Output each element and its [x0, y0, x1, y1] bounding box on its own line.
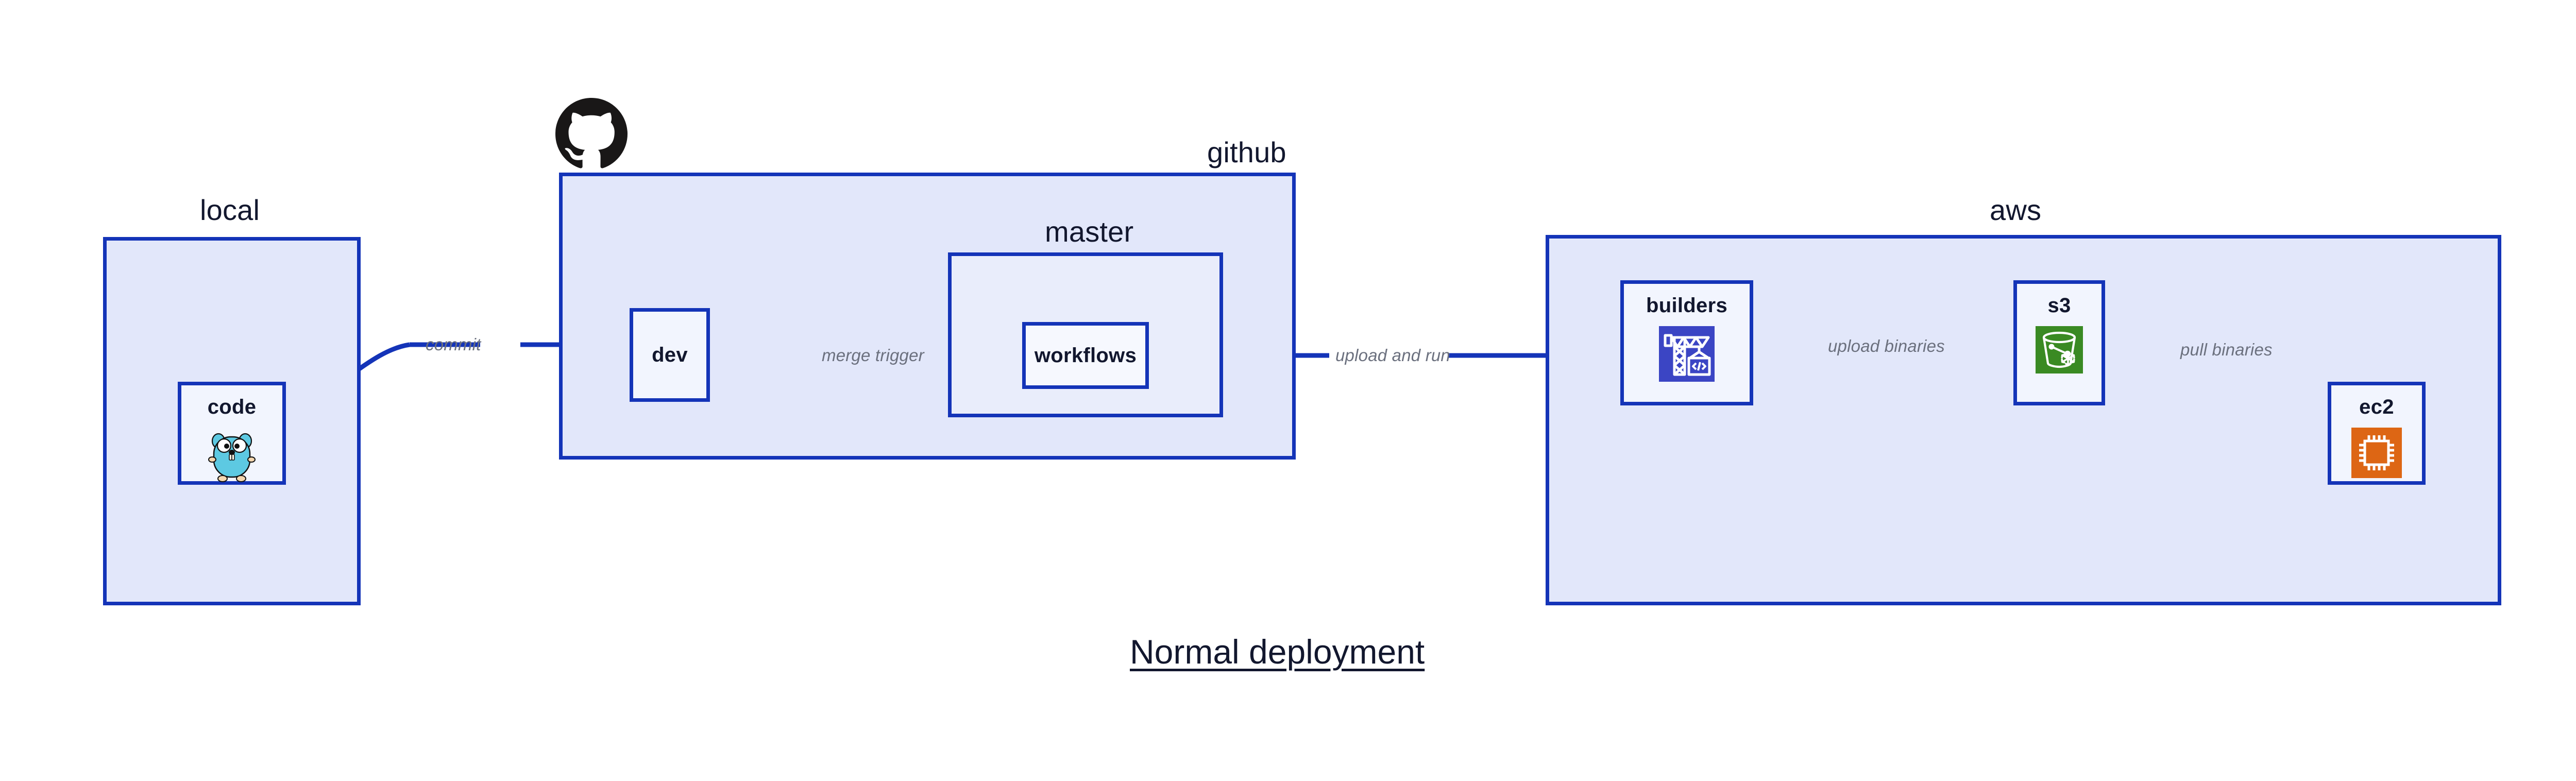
node-s3[interactable]: s3: [2013, 280, 2105, 405]
node-ec2-label: ec2: [2359, 396, 2394, 418]
node-code[interactable]: code: [178, 382, 286, 485]
node-builders-label: builders: [1646, 294, 1727, 317]
node-ec2[interactable]: ec2: [2328, 382, 2426, 485]
ec2-chip-icon: [2351, 428, 2402, 478]
node-builders[interactable]: builders: [1620, 280, 1753, 405]
node-s3-label: s3: [2047, 294, 2071, 317]
node-workflows-label: workflows: [1034, 344, 1137, 367]
edge-label-merge-trigger: merge trigger: [822, 346, 924, 365]
group-master-label: master: [1045, 215, 1134, 248]
edge-label-upload-binaries: upload binaries: [1828, 336, 1945, 355]
s3-bucket-icon: [2036, 326, 2083, 373]
group-github-label: github: [1207, 136, 1286, 168]
node-code-label: code: [207, 396, 257, 418]
go-gopher-icon: [207, 428, 257, 484]
group-aws-label: aws: [1990, 194, 2042, 226]
diagram-title: Normal deployment: [1130, 633, 1425, 671]
node-workflows[interactable]: workflows: [1022, 322, 1149, 389]
node-dev-label: dev: [652, 344, 688, 366]
edge-label-upload-and-run: upload and run: [1335, 346, 1450, 365]
group-local-label: local: [200, 194, 260, 226]
github-octocat-logo: [555, 98, 628, 170]
edge-label-pull-binaries: pull binaries: [2180, 340, 2273, 359]
crane-code-icon: [1659, 326, 1715, 382]
edge-label-commit: commit: [426, 335, 481, 354]
node-dev[interactable]: dev: [630, 308, 710, 402]
